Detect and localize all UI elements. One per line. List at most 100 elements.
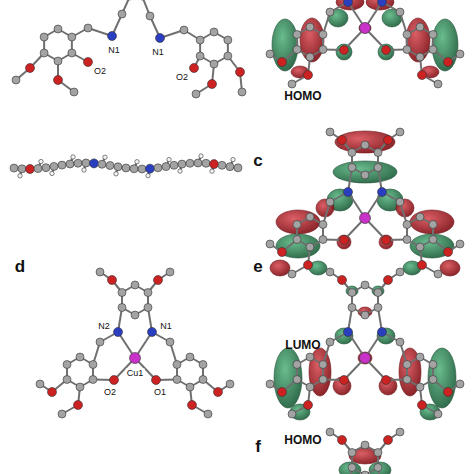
atom (98, 160, 106, 168)
atom (429, 221, 437, 229)
atom (54, 57, 62, 65)
atom (348, 289, 356, 297)
panel-letter: c (253, 152, 262, 169)
atom (338, 136, 347, 145)
atom (382, 46, 391, 55)
atom (130, 165, 138, 173)
atom (374, 149, 382, 157)
atom (166, 338, 174, 346)
atom (34, 165, 42, 173)
atom (39, 159, 43, 163)
atom (306, 353, 314, 361)
orbital-lobe (333, 161, 397, 183)
atom (114, 328, 123, 337)
atom (178, 169, 182, 173)
atom (26, 164, 35, 173)
orbital-lobe (378, 44, 394, 60)
orbital-lobe (272, 19, 298, 71)
atom (114, 172, 118, 176)
atom (429, 376, 437, 384)
atom (186, 383, 194, 391)
atom-label: N1 (151, 48, 165, 57)
atom (456, 240, 464, 248)
atom (231, 157, 235, 161)
atom (71, 155, 75, 159)
orbital-lobe (339, 462, 361, 474)
orbital-skeleton (266, 428, 464, 474)
atom (199, 361, 207, 369)
atom (326, 338, 334, 346)
atom (178, 160, 186, 168)
atom (293, 361, 301, 369)
atom (360, 213, 371, 224)
orbital-lobe (440, 260, 460, 276)
atom (89, 376, 97, 384)
atom (192, 90, 200, 98)
atom (403, 46, 411, 54)
atom (190, 64, 199, 73)
atom (82, 168, 86, 172)
atom (361, 441, 369, 449)
atom (278, 388, 287, 397)
atom (444, 58, 453, 67)
atom (374, 289, 382, 297)
atom (40, 33, 48, 41)
atom (396, 428, 404, 436)
atom (144, 304, 152, 312)
atom (138, 165, 146, 173)
atom (319, 221, 327, 229)
atom (103, 155, 107, 159)
atom (361, 311, 369, 319)
atom (26, 64, 35, 73)
atom (293, 236, 301, 244)
atom (84, 24, 92, 32)
orbital-lobe (335, 328, 353, 344)
atom (361, 471, 369, 474)
atom (444, 248, 453, 257)
orbital-lobe (359, 23, 371, 33)
atom (360, 23, 371, 34)
atom (266, 50, 274, 58)
atom (12, 76, 20, 84)
orbital-lobe (366, 0, 394, 10)
atom (288, 80, 296, 88)
atom (148, 328, 157, 337)
atom (396, 8, 404, 16)
atom (118, 289, 126, 297)
orbital-lobe (270, 260, 290, 276)
atom (199, 376, 207, 384)
orbital-label: LUMO (285, 339, 320, 351)
atom (348, 449, 356, 457)
atom (344, 188, 353, 197)
atom (173, 376, 181, 384)
atom-label: N1 (107, 46, 121, 55)
atom (319, 361, 327, 369)
orbital-label: HOMO (284, 90, 321, 102)
atom (118, 10, 126, 18)
atom (214, 388, 223, 397)
atom (378, 188, 387, 197)
orbital-lobe (377, 328, 395, 344)
atom (326, 128, 334, 136)
atom (338, 436, 347, 445)
homo-skeleton (266, 268, 464, 418)
atom-label: Cu1 (126, 369, 145, 378)
atom (304, 401, 313, 410)
atom (196, 36, 204, 44)
atom (131, 311, 139, 319)
atom (326, 198, 334, 206)
atom (319, 46, 327, 54)
molecules (10, 0, 464, 474)
atom (146, 173, 150, 177)
atom (374, 449, 382, 457)
atom (304, 261, 313, 270)
ligand-structure (12, 0, 246, 98)
atom (63, 361, 71, 369)
atom (396, 338, 404, 346)
atom (429, 46, 437, 54)
panel-letter: d (15, 258, 25, 275)
atom (50, 162, 58, 170)
atom (224, 52, 232, 60)
